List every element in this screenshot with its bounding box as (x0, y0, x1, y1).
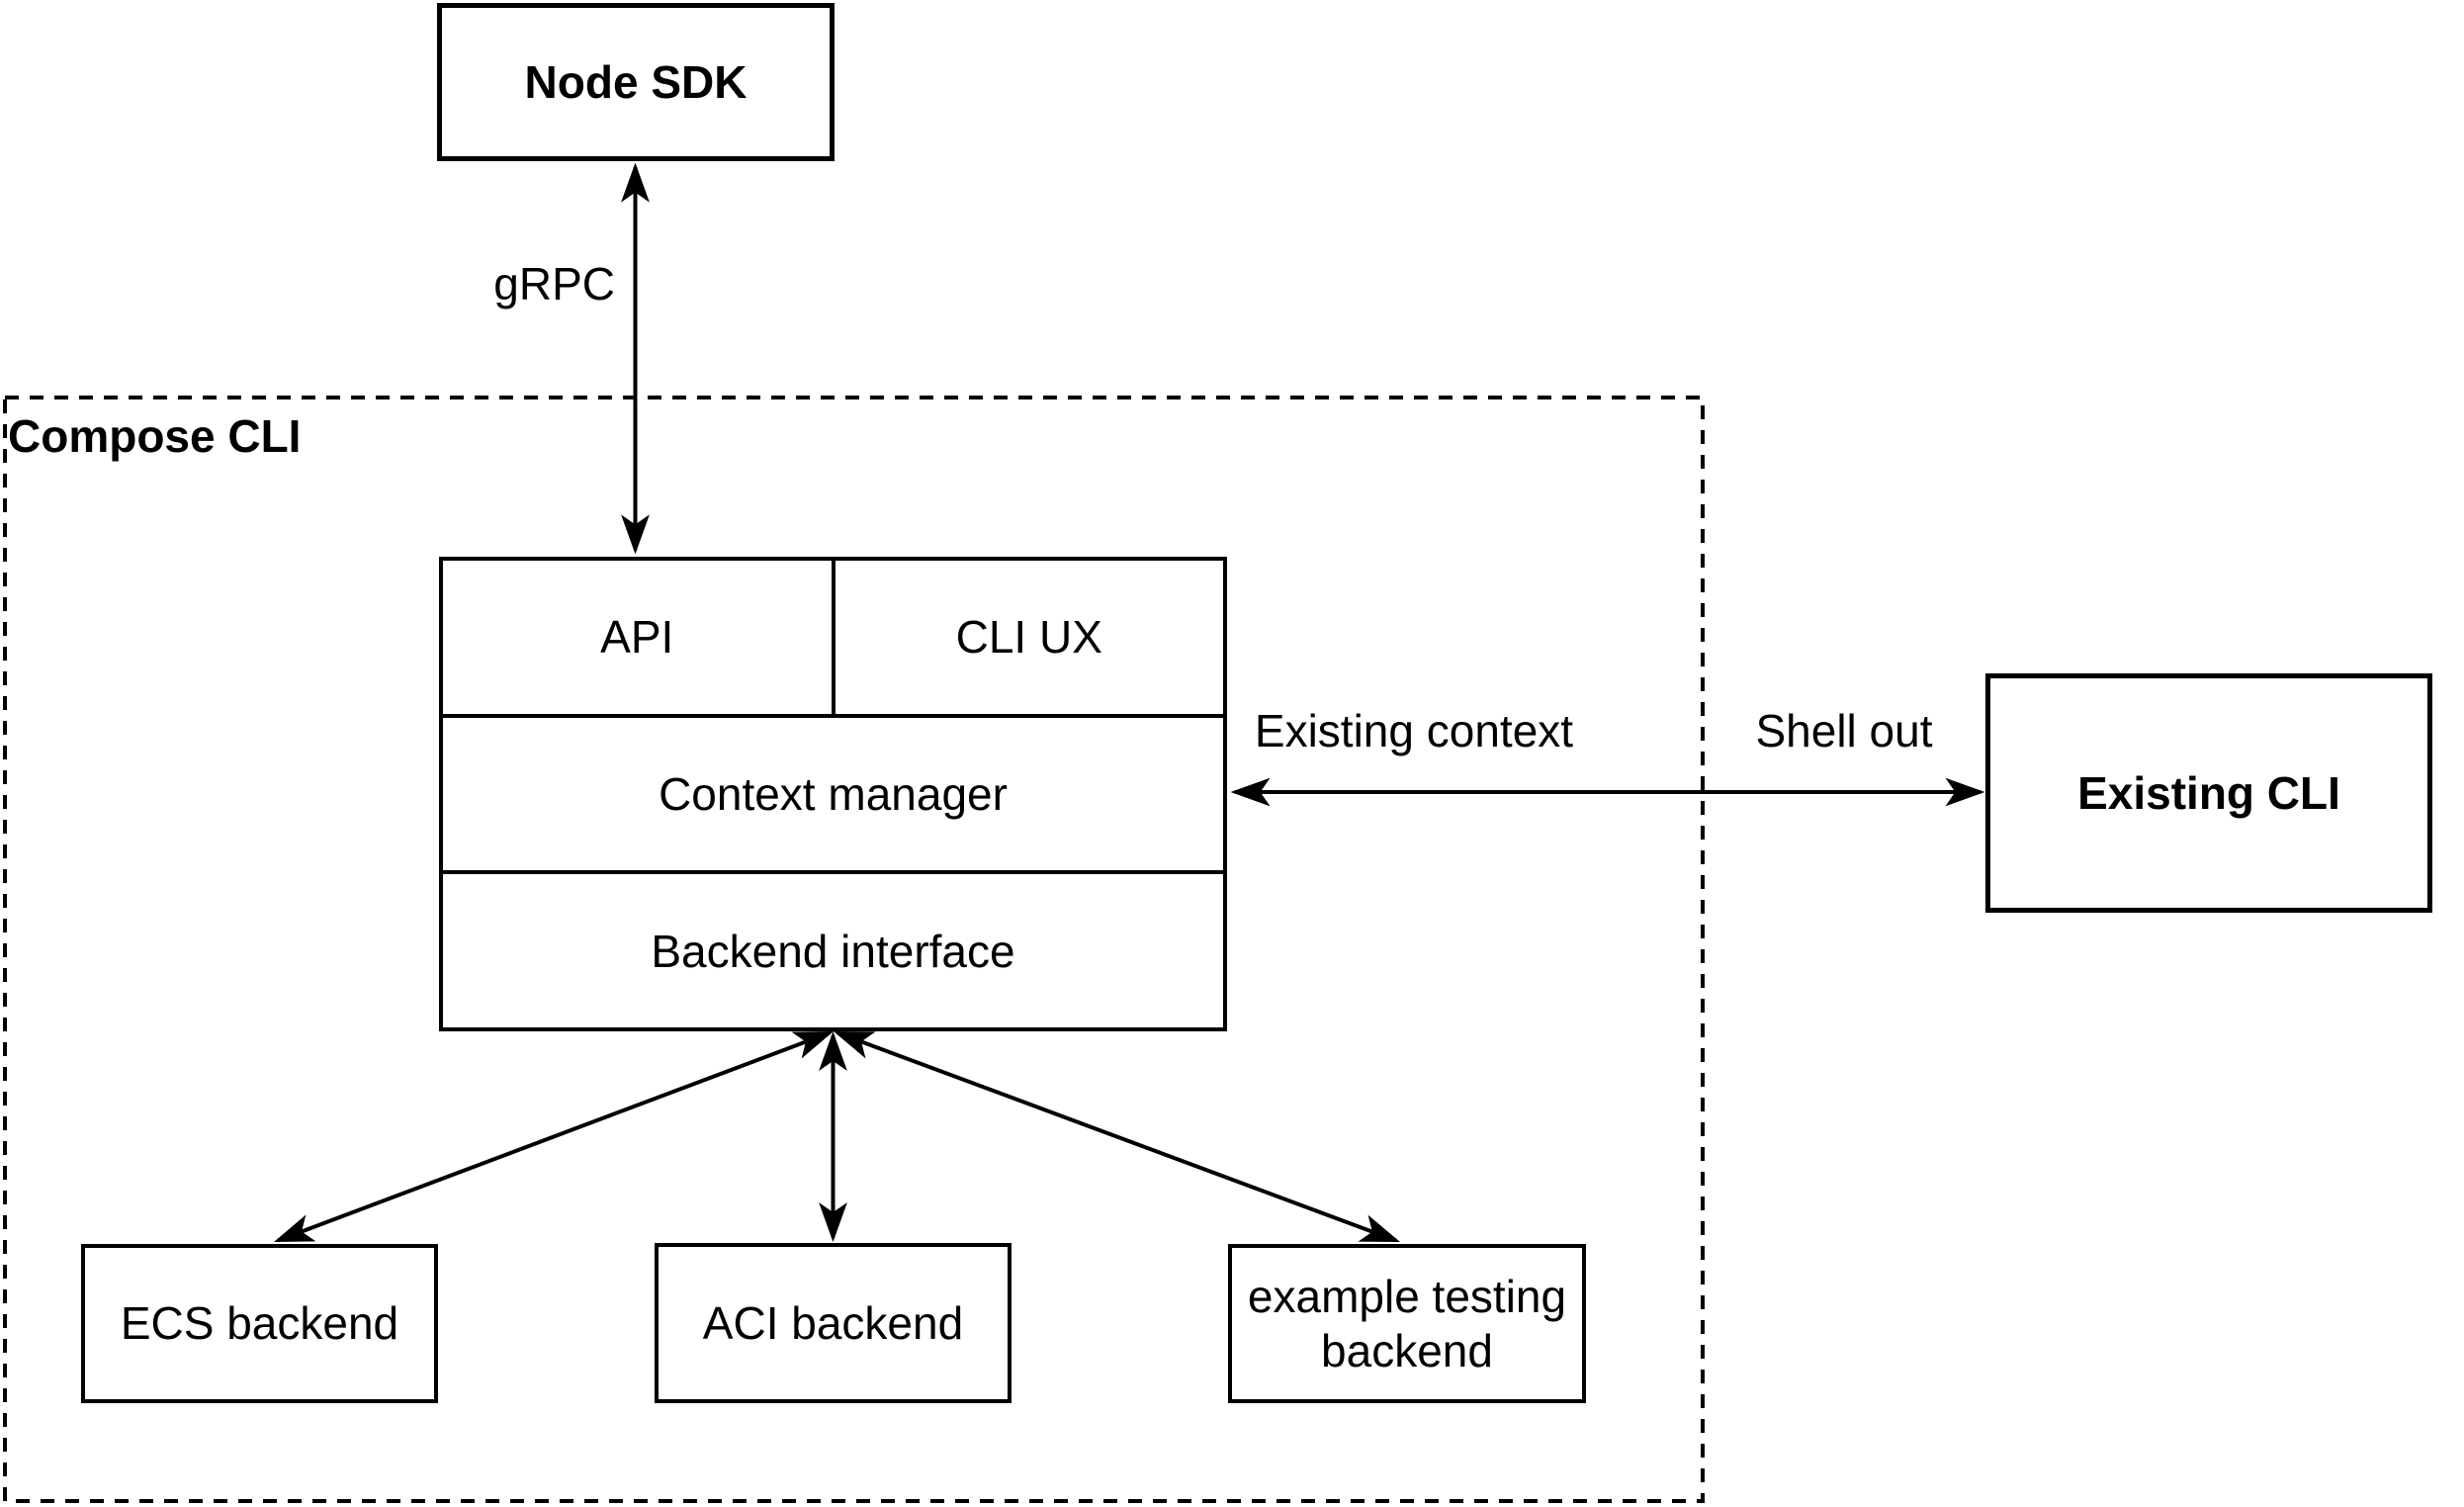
node-sdk-box: Node SDK (437, 3, 835, 161)
api-cell: API (600, 611, 674, 664)
grpc-edge-label: gRPC (493, 258, 615, 310)
compose-cli-container (3, 396, 1705, 1503)
existing-cli-box: Existing CLI (1985, 673, 2432, 913)
ecs-backend-box: ECS backend (81, 1244, 438, 1403)
compose-core-box: API CLI UX Context manager Backend inter… (439, 557, 1227, 1031)
cli-ux-cell: CLI UX (831, 561, 1224, 714)
compose-cli-label: Compose CLI (8, 410, 302, 462)
context-manager-cell: Context manager (443, 713, 1223, 871)
aci-backend-box: ACI backend (655, 1243, 1012, 1403)
backend-interface-cell: Backend interface (443, 870, 1223, 1027)
ecs-edge (273, 1030, 835, 1243)
existing-context-edge-label: Existing context (1254, 705, 1574, 756)
shell-out-edge-label: Shell out (1755, 705, 1933, 756)
example-edge (833, 1030, 1401, 1243)
core-top-row: API CLI UX (443, 561, 1223, 714)
example-testing-backend-box: example testing backend (1228, 1244, 1586, 1403)
